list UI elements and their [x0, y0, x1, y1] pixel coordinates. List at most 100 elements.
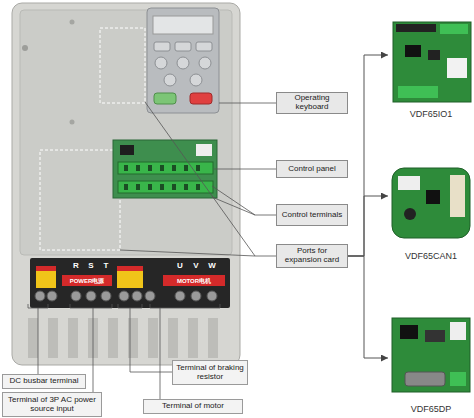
- terminal-callout: Terminal of braking resistor: [172, 360, 248, 385]
- pcb-connector: [450, 322, 466, 340]
- node-text: Operating keyboard: [279, 94, 345, 112]
- leader-line: [38, 308, 39, 374]
- mount-hole: [70, 120, 75, 125]
- fin-slot: [108, 318, 118, 358]
- keypad: [147, 8, 219, 113]
- leader-line: [214, 169, 276, 170]
- leader-lines: [28, 102, 276, 399]
- leader-line: [145, 102, 276, 256]
- node-text: DC busbar terminal: [10, 377, 79, 386]
- fin-slot: [168, 318, 178, 358]
- dashed-region: [40, 150, 120, 250]
- pcb-terminal: [440, 24, 468, 34]
- pcb-terminal: [450, 175, 465, 217]
- pcb-terminal: [398, 86, 438, 98]
- callout-box: Control panel: [276, 160, 348, 178]
- terminal-strip: [30, 258, 230, 308]
- leader-line: [212, 186, 276, 215]
- keypad-button: [199, 57, 211, 69]
- expansion-card: VDF65CAN1: [388, 166, 474, 262]
- pcb-connector: [396, 24, 436, 32]
- terminal-label: MOTOR电机: [177, 278, 211, 284]
- keypad-display: [153, 16, 213, 34]
- keypad-button: [190, 74, 202, 86]
- terminal-label: W: [208, 262, 216, 270]
- terminal-callout: Terminal of 3P AC power source input: [2, 392, 102, 417]
- terminal-label: R: [73, 262, 79, 270]
- control-board: [113, 140, 217, 198]
- arrow-connector: [348, 256, 388, 358]
- dsub-connector: [405, 372, 445, 386]
- mount-hole: [70, 20, 75, 25]
- terminal-screw: [145, 291, 155, 301]
- warning-sticker: [117, 266, 143, 288]
- node-text: VDF65IO1: [410, 109, 453, 119]
- terminal-screw: [175, 291, 185, 301]
- bracket: [28, 304, 48, 308]
- terminal-label: POWER电源: [70, 278, 105, 284]
- pcb-chip: [428, 50, 440, 60]
- leader-line: [212, 197, 255, 215]
- pcb-card: [392, 168, 470, 238]
- fin-slot: [188, 318, 198, 358]
- pcb-chip: [400, 325, 418, 339]
- terminal-screws: [35, 291, 217, 301]
- terminal-screw: [191, 291, 201, 301]
- dashed-region: [100, 28, 145, 103]
- leader-line: [219, 103, 276, 104]
- leader-line: [93, 308, 94, 392]
- run-button: [154, 93, 176, 104]
- terminal-callout: DC busbar terminal: [2, 374, 86, 389]
- leader-line: [130, 308, 172, 372]
- motor-label-band: [163, 275, 225, 286]
- node-text: Control terminals: [282, 211, 342, 220]
- terminal-label: S: [88, 262, 93, 270]
- terminal-screw: [101, 291, 111, 301]
- inner-panel: [20, 10, 232, 255]
- inverter-shell: [12, 3, 240, 365]
- keypad-button: [155, 57, 167, 69]
- pcb-chip: [426, 190, 440, 204]
- terminal-callout: Terminal of motor: [143, 399, 243, 414]
- warning-sticker: [117, 266, 143, 271]
- board-chip: [120, 145, 134, 155]
- stop-button: [190, 93, 212, 104]
- keypad-button: [177, 57, 189, 69]
- node-text: Terminal of 3P AC power source input: [5, 396, 99, 414]
- pcb-chip: [405, 45, 421, 57]
- fin-slot: [208, 318, 218, 358]
- keypad-button: [196, 42, 212, 51]
- callout-box: Ports for expansion card: [276, 244, 348, 268]
- terminal-screw: [86, 291, 96, 301]
- callout-box: Control terminals: [276, 204, 348, 226]
- fin-slot: [148, 318, 158, 358]
- terminal-label: U: [177, 262, 183, 270]
- cooling-fins: [28, 318, 218, 358]
- terminal-screw: [132, 291, 142, 301]
- terminal-screw: [47, 291, 57, 301]
- node-text: Ports for expansion card: [279, 247, 345, 265]
- power-label-band: [62, 275, 112, 286]
- node-text: Control panel: [288, 165, 336, 174]
- node-text: Terminal of braking resistor: [175, 364, 245, 382]
- callout-box: Operating keyboard: [276, 92, 348, 114]
- arrow-connector: [348, 196, 388, 256]
- mount-hole: [22, 45, 28, 51]
- terminal-label: V: [193, 262, 198, 270]
- fin-slot: [68, 318, 78, 358]
- node-text: Terminal of motor: [162, 402, 224, 411]
- pcb-card: [392, 318, 470, 392]
- keypad-button: [164, 74, 176, 86]
- keypad-button: [154, 42, 170, 51]
- terminal-screw: [35, 291, 45, 301]
- terminal-label: T: [104, 262, 109, 270]
- keypad-button: [175, 42, 191, 51]
- bracket: [118, 304, 142, 308]
- expansion-card: VDF65IO1: [388, 20, 474, 120]
- terminal-screws: [124, 165, 200, 190]
- node-text: VDF65CAN1: [405, 251, 457, 261]
- leader-line: [120, 250, 255, 256]
- pcb-connector: [447, 58, 467, 78]
